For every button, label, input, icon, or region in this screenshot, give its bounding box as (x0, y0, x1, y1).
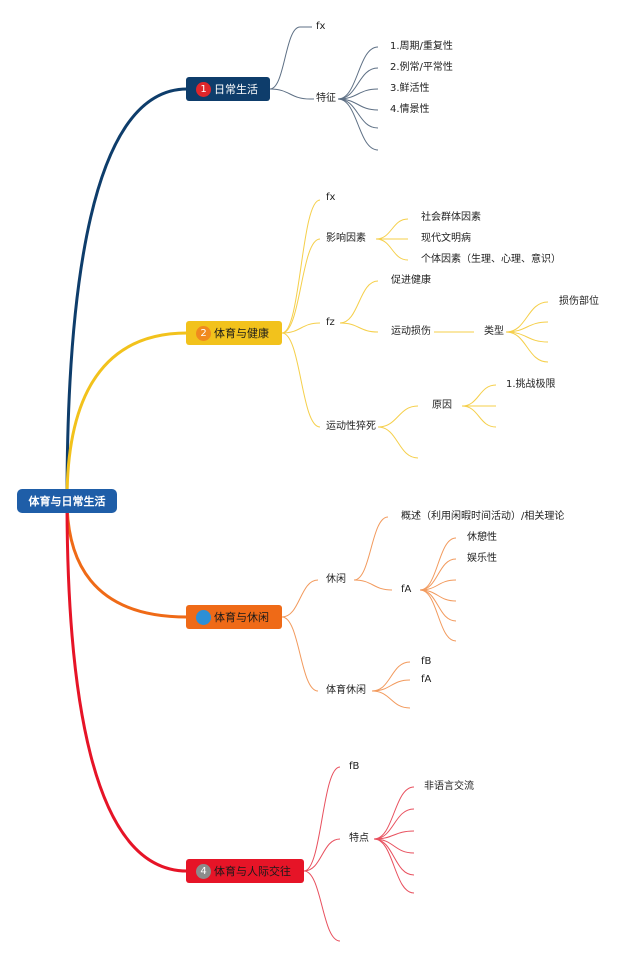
connector-line (281, 579, 319, 618)
connector-line (339, 322, 379, 333)
root-link-health (65, 331, 188, 501)
connector-line (353, 516, 389, 581)
connector-line (281, 238, 321, 334)
node-b1-feature-1[interactable]: 1.周期/重复性 (390, 41, 453, 52)
node-b1-feature-4[interactable]: 4.情景性 (390, 104, 430, 115)
connector-line (505, 321, 549, 333)
node-b2-cause-1[interactable]: 1.挑战极限 (506, 379, 556, 390)
connector-line (371, 690, 411, 709)
connector-line (419, 589, 457, 642)
connector-line (373, 838, 415, 876)
number-badge-icon (196, 609, 211, 625)
connector-line (269, 26, 301, 90)
connector-line (419, 558, 457, 591)
node-b2-sports-injury[interactable]: 运动损伤 (391, 326, 431, 337)
node-b3-overview[interactable]: 概述（利用闲暇时间活动）/相关理论 (401, 511, 565, 522)
branch-daily-life[interactable]: 1 日常生活 (186, 77, 270, 101)
node-b2-factors[interactable]: 影响因素 (326, 233, 366, 244)
node-b2-cause[interactable]: 原因 (432, 400, 452, 411)
root-link-social (65, 499, 188, 873)
number-badge-icon: 4 (196, 863, 211, 879)
connector-line (281, 616, 319, 692)
connector-line (337, 98, 379, 151)
branch-leisure[interactable]: 体育与休闲 (186, 605, 282, 629)
node-b4-nonverbal[interactable]: 非语言交流 (424, 781, 474, 792)
node-b2-injury-site[interactable]: 损伤部位 (559, 296, 599, 307)
root-link-daily-life (65, 87, 188, 501)
node-b4-fb[interactable]: fB (349, 761, 360, 772)
node-b2-fz[interactable]: fz (326, 317, 335, 328)
connector-line (377, 405, 419, 428)
node-b3-sports-leisure[interactable]: 体育休闲 (326, 685, 366, 696)
connector-line (373, 808, 415, 840)
connector-line (281, 332, 321, 428)
connector-line (337, 46, 379, 100)
connector-line (375, 238, 409, 261)
connector-line (461, 384, 497, 407)
branch-label: 体育与休闲 (214, 611, 269, 624)
node-b1-feature-3[interactable]: 3.鲜活性 (390, 83, 430, 94)
node-b4-features[interactable]: 特点 (349, 833, 369, 844)
node-b2-factor-disease[interactable]: 现代文明病 (421, 233, 471, 244)
connector-line (461, 405, 497, 428)
node-b1-features[interactable]: 特征 (316, 93, 336, 104)
connector-line (303, 766, 341, 872)
connector-line (377, 426, 419, 459)
connector-line (337, 67, 379, 100)
connector-line (303, 838, 341, 872)
node-b1-fx[interactable]: fx (316, 21, 326, 32)
node-b2-fx[interactable]: fx (326, 192, 336, 203)
node-b2-type[interactable]: 类型 (484, 326, 504, 337)
connector-line (371, 679, 411, 692)
connector-line (371, 661, 411, 692)
connector-line (303, 870, 341, 942)
connector-line (505, 331, 549, 363)
branch-label: 体育与人际交往 (214, 865, 291, 878)
node-b2-sudden-death[interactable]: 运动性猝死 (326, 421, 376, 432)
connector-line (269, 88, 311, 100)
node-b3-entertainment[interactable]: 娱乐性 (467, 553, 497, 564)
connector-line (281, 199, 321, 334)
node-b3-fa[interactable]: fA (401, 584, 412, 595)
connector-line (281, 322, 321, 334)
branch-label: 体育与健康 (214, 327, 269, 340)
number-badge-icon: 1 (196, 81, 211, 97)
root-link-leisure (65, 499, 188, 619)
connector-line (373, 786, 415, 840)
connector-line (373, 838, 415, 894)
branch-health[interactable]: 2 体育与健康 (186, 321, 282, 345)
connector-line (505, 301, 549, 333)
node-b3-fb[interactable]: fB (421, 656, 432, 667)
node-b1-feature-2[interactable]: 2.例常/平常性 (390, 62, 453, 73)
connector-line (419, 537, 457, 591)
node-b2-factor-social[interactable]: 社会群体因素 (421, 212, 481, 223)
node-b3-leisure[interactable]: 休闲 (326, 574, 346, 585)
node-b2-promote-health[interactable]: 促进健康 (391, 275, 431, 286)
branch-social[interactable]: 4 体育与人际交往 (186, 859, 304, 883)
node-b3-fa2[interactable]: fA (421, 674, 432, 685)
branch-label: 日常生活 (214, 83, 258, 96)
connector-line (375, 218, 409, 240)
connector-line (339, 280, 379, 324)
number-badge-icon: 2 (196, 325, 211, 341)
root-node[interactable]: 体育与日常生活 (17, 489, 117, 513)
connector-line (353, 579, 393, 591)
node-b2-factor-individual[interactable]: 个体因素（生理、心理、意识） (421, 254, 561, 265)
node-b3-rest[interactable]: 休憩性 (467, 532, 497, 543)
